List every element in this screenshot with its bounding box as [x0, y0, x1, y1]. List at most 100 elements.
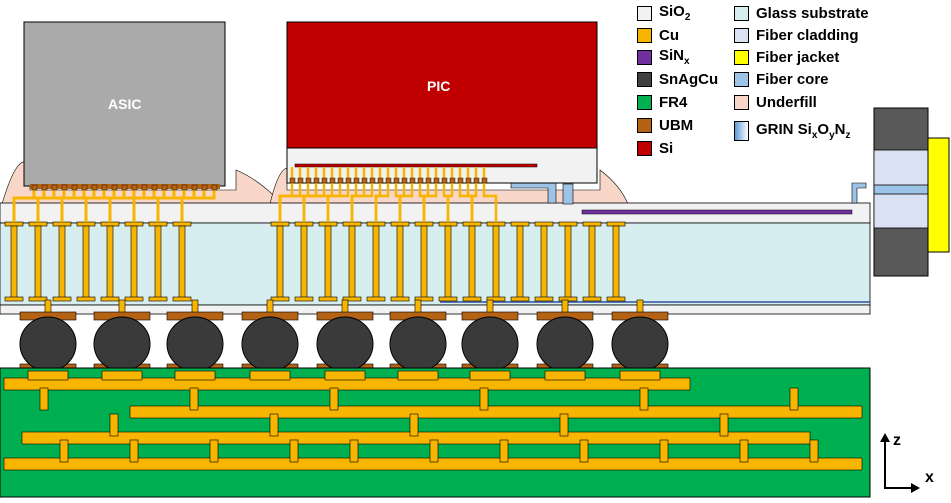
legend-label-grin-o: O — [817, 121, 830, 138]
asic-bump — [81, 184, 88, 191]
via-bottom-cap — [318, 296, 338, 302]
via-bottom-cap — [342, 296, 362, 302]
via-top-cap — [172, 221, 192, 227]
pic-bump — [457, 177, 464, 184]
pic-bump — [353, 177, 360, 184]
legend-item-sio2: SiO2 — [637, 3, 690, 23]
via-bottom-cap — [28, 296, 48, 302]
pcb-landing-pad — [249, 370, 291, 381]
asic-bump — [101, 184, 108, 191]
pcb-via — [329, 387, 339, 411]
solder-ball — [166, 316, 224, 372]
asic-fanout-trace — [132, 189, 166, 222]
legend-label-glass: Glass substrate — [756, 4, 869, 22]
via-bottom-cap — [76, 296, 96, 302]
legend-label-grin-n: N — [834, 121, 846, 138]
legend-sub-grin-x: x — [811, 130, 818, 141]
sinx-waveguide-glass — [581, 209, 853, 215]
asic-fanout-trace — [108, 189, 146, 222]
via-top-cap — [462, 221, 482, 227]
via-barrel — [348, 225, 356, 299]
via-top-cap — [414, 221, 434, 227]
asic-bump — [121, 184, 128, 191]
asic-bump — [151, 184, 158, 191]
legend-label-grin: GRIN Si — [756, 121, 812, 138]
via-bottom-cap — [4, 296, 24, 302]
pic-label: PIC — [427, 78, 451, 94]
via-top-cap — [294, 221, 314, 227]
pic-fanout-trace — [398, 167, 414, 222]
via-barrel — [154, 225, 162, 299]
via-barrel — [444, 225, 452, 299]
pcb-via — [579, 439, 589, 463]
asic-bump — [61, 184, 68, 191]
through-glass-vias — [4, 221, 644, 315]
via-barrel — [276, 225, 284, 299]
pcb-via — [429, 439, 439, 463]
x-axis-arrowhead — [911, 483, 920, 493]
legend-swatch-sio2 — [637, 5, 652, 21]
x-axis-label: x — [925, 469, 934, 486]
pic-bump — [337, 177, 344, 184]
glass-substrate — [0, 222, 871, 306]
legend-swatch-jacket — [734, 49, 749, 65]
via-top-cap — [510, 221, 530, 227]
pcb-via — [129, 439, 139, 463]
asic-bump — [31, 184, 38, 191]
asic-bump — [51, 184, 58, 191]
via-top-cap — [342, 221, 362, 227]
via-bottom-cap — [172, 296, 192, 302]
legend-label-cu: Cu — [659, 26, 679, 44]
pcb-via — [559, 413, 569, 437]
pic-bump — [465, 177, 472, 184]
legend-label-jacket: Fiber jacket — [756, 48, 840, 66]
pic-fanout-trace — [350, 167, 374, 222]
pcb-via — [639, 387, 649, 411]
pic-fanout-trace — [374, 167, 390, 222]
legend-item-cladding: Fiber cladding — [734, 25, 859, 45]
legend-swatch-underfill — [734, 94, 749, 110]
asic-chip — [23, 21, 226, 187]
asic-bump — [201, 184, 208, 191]
legend-sub-grin-z: z — [845, 130, 851, 141]
via-top-cap — [486, 221, 506, 227]
pic-bump — [433, 177, 440, 184]
asic-fanout-trace — [12, 189, 56, 222]
pic-sinx-waveguide — [294, 163, 538, 168]
via-bottom-cap — [124, 296, 144, 302]
redistribution-fanout — [12, 167, 498, 222]
pcb-landing-pad — [619, 370, 661, 381]
via-barrel — [588, 225, 596, 299]
via-top-cap — [148, 221, 168, 227]
via-barrel — [34, 225, 42, 299]
asic-bump — [161, 184, 168, 191]
via-barrel — [564, 225, 572, 299]
solder-balls — [19, 316, 669, 372]
legend-label-snagcu: SnAgCu — [659, 70, 719, 88]
solder-ball — [19, 316, 77, 372]
pcb-via — [59, 439, 69, 463]
via-barrel — [324, 225, 332, 299]
legend-label-sio2: SiO — [659, 3, 685, 20]
via-bottom-cap — [462, 296, 482, 302]
via-top-cap — [606, 221, 626, 227]
pic-bump — [361, 177, 368, 184]
via-barrel — [130, 225, 138, 299]
via-top-cap — [558, 221, 578, 227]
pcb-via — [39, 387, 49, 411]
via-barrel — [300, 225, 308, 299]
legend-swatch-cu — [637, 27, 652, 43]
pcb-landing-pad — [27, 370, 69, 381]
via-top-cap — [270, 221, 290, 227]
via-barrel — [516, 225, 524, 299]
pic-bump — [313, 177, 320, 184]
z-axis-arrowhead — [880, 433, 890, 442]
legend-item-snagcu: SnAgCu — [637, 69, 718, 89]
via-barrel — [82, 225, 90, 299]
pic-fanout-trace — [482, 167, 498, 222]
via-bottom-cap — [390, 296, 410, 302]
pcb-landing-pad — [174, 370, 216, 381]
legend-swatch-fr4 — [637, 94, 652, 110]
pic-bump — [377, 177, 384, 184]
